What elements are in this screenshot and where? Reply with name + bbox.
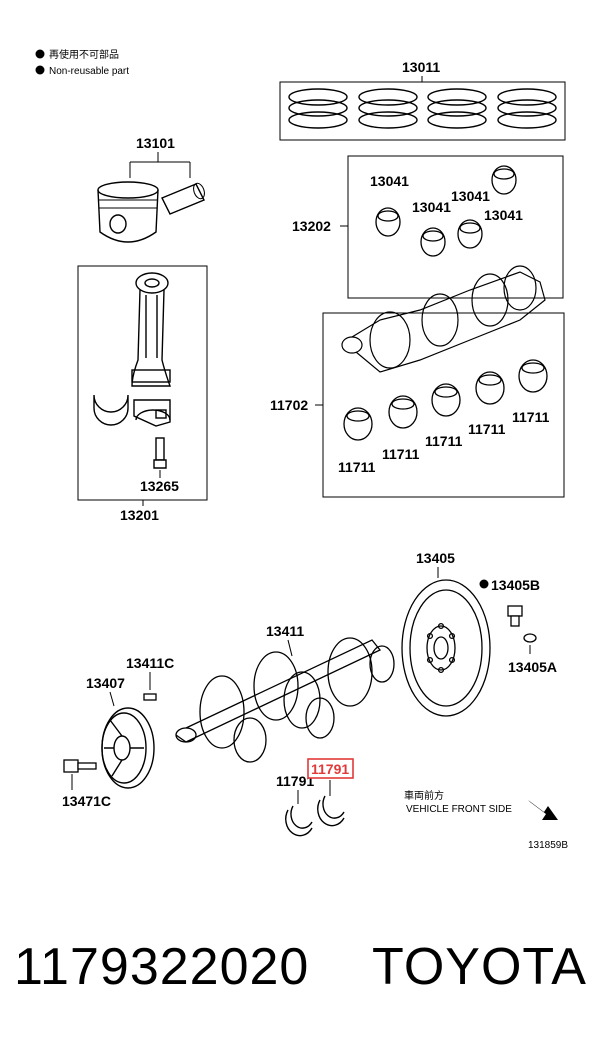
brand-name: TOYOTA xyxy=(372,938,587,996)
arrow-down-right-icon xyxy=(528,800,558,820)
label-11711-b[interactable]: 11711 xyxy=(382,446,420,462)
non-reusable-marker-icon xyxy=(35,65,45,75)
conrod-bolt xyxy=(153,437,167,469)
front-en: VEHICLE FRONT SIDE xyxy=(406,804,512,815)
legend-en: Non-reusable part xyxy=(49,66,129,77)
non-reusable-marker-icon xyxy=(479,579,489,589)
rod-cap xyxy=(135,409,171,421)
label-11791-left[interactable]: 11791 xyxy=(276,773,314,789)
thrust-washers: 11791 11791 xyxy=(276,758,354,837)
label-13411[interactable]: 13411 xyxy=(266,623,304,639)
label-13041-a[interactable]: 13041 xyxy=(370,173,409,189)
flywheel: 13405 13405B 13405A xyxy=(401,550,557,717)
piston: 13101 xyxy=(97,135,205,243)
legend-jp: 再使用不可部品 xyxy=(49,48,119,61)
diagram-code: 131859B xyxy=(528,840,568,851)
piston-pin xyxy=(161,182,205,215)
non-reusable-marker-icon xyxy=(35,49,45,59)
connecting-rod xyxy=(131,272,171,387)
label-11711-e[interactable]: 11711 xyxy=(512,409,550,425)
label-13407[interactable]: 13407 xyxy=(86,675,125,691)
label-13202[interactable]: 13202 xyxy=(292,218,331,234)
crank-pin xyxy=(143,693,157,701)
part-number: 1179322020 xyxy=(14,938,310,996)
crankshaft-pulley: 13407 13471C xyxy=(62,675,155,809)
label-13411c[interactable]: 13411C xyxy=(126,655,174,671)
label-13201[interactable]: 13201 xyxy=(120,507,159,523)
label-11791-right-highlighted[interactable]: 11791 xyxy=(311,761,349,777)
label-13101[interactable]: 13101 xyxy=(136,135,175,151)
label-13405[interactable]: 13405 xyxy=(416,550,455,566)
label-13265[interactable]: 13265 xyxy=(140,478,179,494)
vehicle-front-indicator: 車両前方 VEHICLE FRONT SIDE xyxy=(404,789,558,820)
highlight-box xyxy=(307,758,354,779)
label-13011[interactable]: 13011 xyxy=(402,59,440,75)
legend: 再使用不可部品 Non-reusable part xyxy=(35,48,129,77)
label-13041-b[interactable]: 13041 xyxy=(412,199,451,215)
label-13405b[interactable]: 13405B xyxy=(491,577,540,593)
crankshaft: 13411 13411C xyxy=(126,623,395,763)
pulley-bolt xyxy=(63,759,97,773)
label-11702[interactable]: 11702 xyxy=(270,397,308,413)
label-13471c[interactable]: 13471C xyxy=(62,793,111,809)
label-13041-c[interactable]: 13041 xyxy=(451,188,490,204)
label-13405a[interactable]: 13405A xyxy=(508,659,557,675)
label-13041-d[interactable]: 13041 xyxy=(484,207,523,223)
conrod-bearing-set: 13202 13041 13041 13041 13041 xyxy=(292,155,564,299)
piston-ring-set: 13011 xyxy=(279,59,566,141)
label-11711-a[interactable]: 11711 xyxy=(338,459,376,475)
connecting-rod-group: 13201 13265 xyxy=(77,265,208,523)
crankshaft-bearing-set: 11702 11711 11711 11711 11711 11711 xyxy=(270,265,565,498)
front-jp: 車両前方 xyxy=(404,789,444,802)
label-11711-c[interactable]: 11711 xyxy=(425,433,463,449)
flywheel-pin xyxy=(523,633,537,643)
label-11711-d[interactable]: 11711 xyxy=(468,421,506,437)
flywheel-bolt xyxy=(507,605,523,627)
crankshaft-sketch xyxy=(341,265,546,373)
rod-bearing xyxy=(93,394,171,427)
